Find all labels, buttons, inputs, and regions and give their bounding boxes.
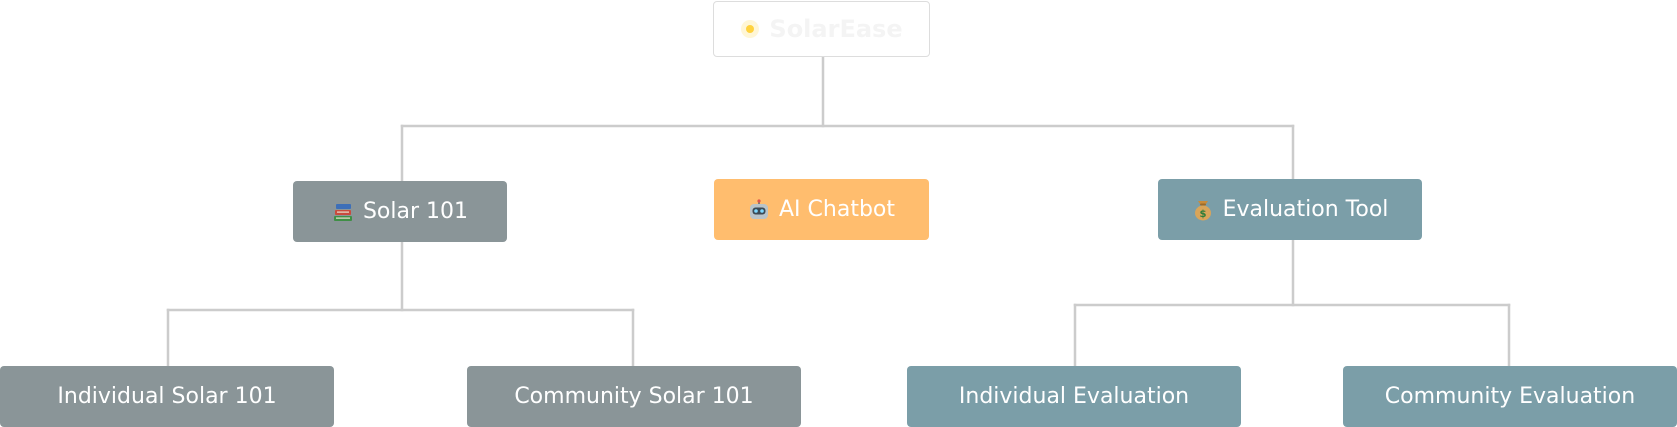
solar-101-label: Solar 101 [362,199,469,224]
individual-solar-101-label: Individual Solar 101 [57,384,277,409]
svg-text:$: $ [1199,209,1206,220]
money-bag-icon: $ [1192,199,1214,221]
root-label: SolarEase [769,15,903,43]
robot-icon [748,198,770,221]
node-community-solar-101[interactable]: Community Solar 101 [467,366,801,427]
sun-icon [740,19,760,39]
node-solar-101[interactable]: Solar 101 [293,181,507,242]
community-evaluation-label: Community Evaluation [1384,384,1636,409]
individual-evaluation-label: Individual Evaluation [958,384,1190,409]
node-ai-chatbot[interactable]: AI Chatbot [714,179,929,240]
node-individual-solar-101[interactable]: Individual Solar 101 [0,366,334,427]
evaluation-tool-label: Evaluation Tool [1222,197,1389,222]
books-icon [332,201,354,223]
root-node[interactable]: SolarEase [713,1,930,57]
node-individual-evaluation[interactable]: Individual Evaluation [907,366,1241,427]
community-solar-101-label: Community Solar 101 [514,384,754,409]
ai-chatbot-label: AI Chatbot [779,197,895,222]
node-evaluation-tool[interactable]: $ Evaluation Tool [1158,179,1422,240]
node-community-evaluation[interactable]: Community Evaluation [1343,366,1677,427]
